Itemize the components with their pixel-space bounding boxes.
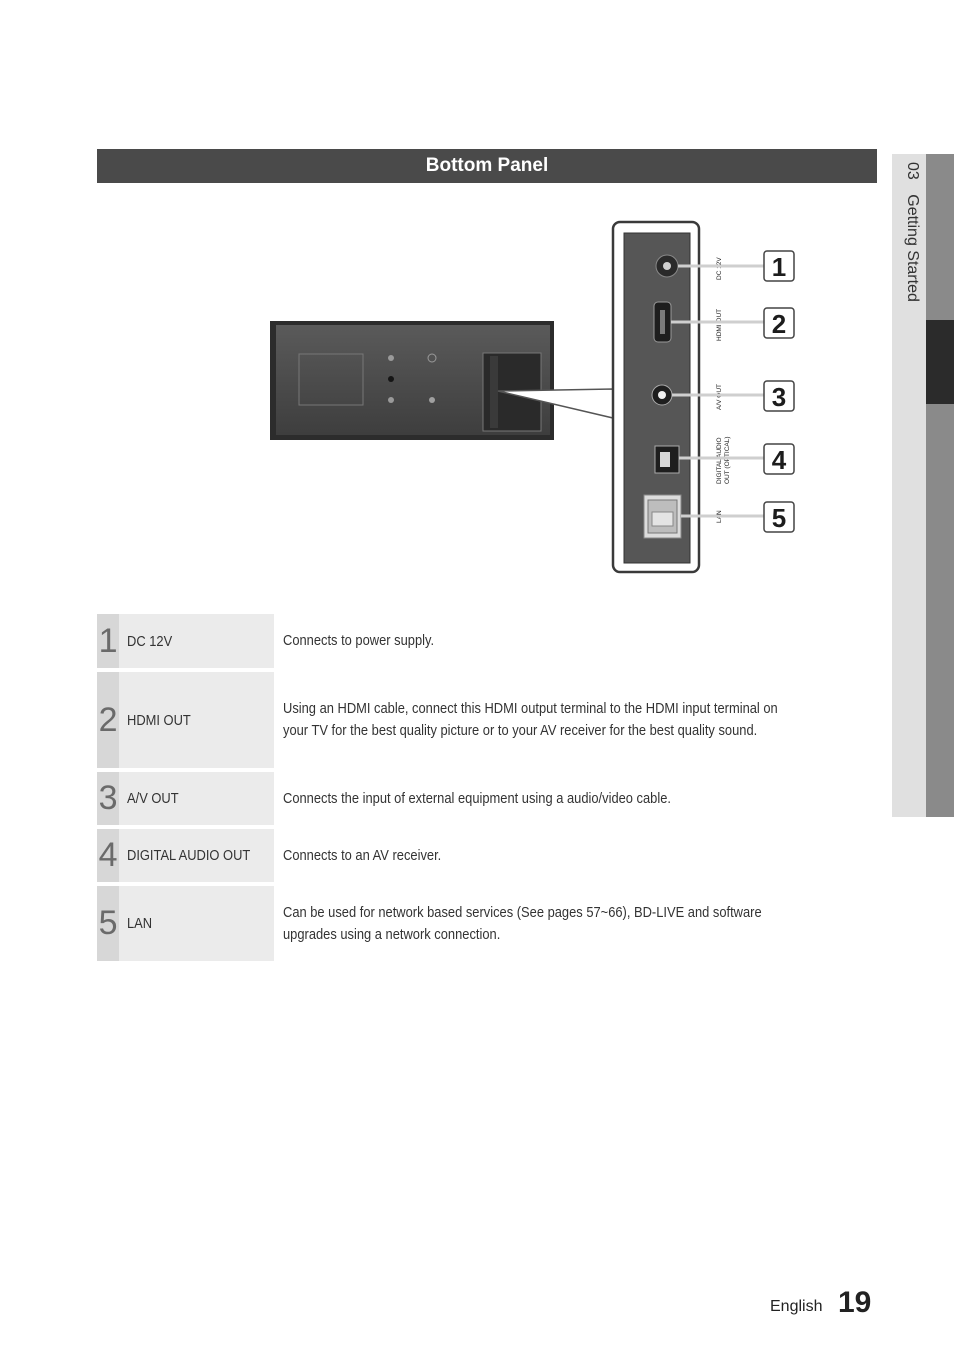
page-number: 19 [838,1286,872,1319]
port-name: HDMI OUT [119,672,274,768]
table-row: 5 LAN Can be used for network based serv… [97,886,877,961]
section-title: Bottom Panel [97,149,877,183]
footer-language: English [770,1298,823,1315]
port-description: Can be used for network based services (… [283,903,762,943]
table-row: 1 DC 12V Connects to power supply. [97,614,877,668]
table-row: 4 DIGITAL AUDIO OUT Connects to an AV re… [97,829,877,882]
chapter-title: Getting Started [904,194,921,302]
port-description: Connects to power supply. [283,632,435,649]
callout-1: 1 [772,252,786,282]
port-description-table: 1 DC 12V Connects to power supply. 2 HDM… [97,610,877,965]
device-bottom [270,321,554,440]
port-label-dc: DC 12V [716,257,723,280]
leader-lines [671,264,764,518]
chapter-number: 03 [904,162,921,180]
callout-5: 5 [772,503,786,533]
port-name: A/V OUT [119,772,274,825]
port-description: Connects to an AV receiver. [283,846,442,864]
port-label-digital-1: DIGITAL AUDIO [716,437,723,484]
table-row: 2 HDMI OUT Using an HDMI cable, connect … [97,672,877,768]
port-name: DC 12V [119,614,274,668]
callout-2: 2 [772,309,786,339]
row-number: 5 [97,886,120,961]
row-number: 1 [97,614,120,668]
port-description: Using an HDMI cable, connect this HDMI o… [283,700,778,739]
chapter-strip-active [926,320,954,404]
port-panel-zoom [611,220,701,574]
chapter-label: 03 Getting Started [897,162,921,362]
row-number: 4 [97,829,120,882]
row-number: 2 [97,672,120,768]
port-description: Connects the input of external equipment… [283,789,671,807]
row-number: 3 [97,772,120,825]
port-label-hdmi: HDMI OUT [716,309,723,341]
callout-3: 3 [772,382,786,412]
chapter-strip [926,154,954,817]
port-label-digital-2: OUT (OPTICAL) [724,436,731,484]
port-name: DIGITAL AUDIO OUT [119,829,274,882]
callout-4: 4 [772,445,787,475]
chapter-tab [892,154,926,817]
port-name: LAN [119,886,274,961]
table-row: 3 A/V OUT Connects the input of external… [97,772,877,825]
port-label-av: A/V OUT [716,384,723,410]
